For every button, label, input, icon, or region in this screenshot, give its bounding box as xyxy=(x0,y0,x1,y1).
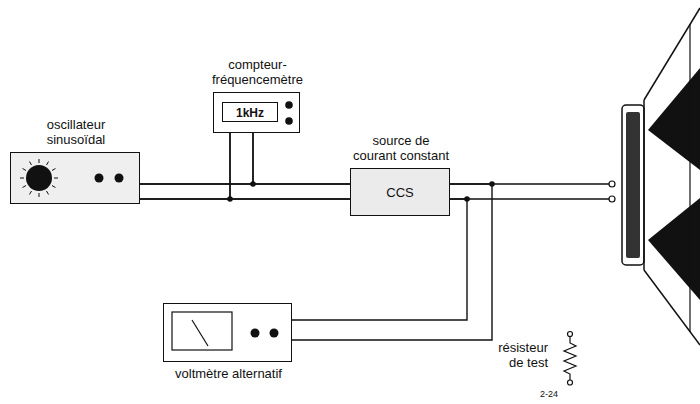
wire xyxy=(140,133,253,184)
dial-tick xyxy=(47,191,49,194)
button-dot xyxy=(285,101,293,109)
wire xyxy=(140,133,230,199)
resistor-symbol xyxy=(564,332,576,386)
button-dot xyxy=(270,329,279,338)
dial-tick xyxy=(52,169,55,171)
dial-tick xyxy=(23,169,26,171)
dial-tick xyxy=(30,162,32,165)
junction-dot xyxy=(227,196,233,202)
terminal xyxy=(609,196,615,202)
loudspeaker xyxy=(622,8,700,345)
dial-tick xyxy=(30,191,32,194)
dial-knob xyxy=(26,165,52,191)
device-label: oscillateur sinusoïdal xyxy=(30,117,122,147)
wire xyxy=(253,133,350,184)
meter-needle xyxy=(192,320,208,346)
device-face xyxy=(11,153,139,203)
output-wire xyxy=(450,183,609,184)
frequency-counter: compteur- fréquencemètre1kHz xyxy=(213,92,300,133)
button-dot xyxy=(95,174,104,183)
button-dot xyxy=(285,117,293,125)
wire-pair xyxy=(230,133,350,199)
device-label: compteur- fréquencemètre xyxy=(208,57,308,87)
dial-tick xyxy=(47,162,49,165)
wire-pair xyxy=(140,184,350,199)
test-resistor-label: résisteur de test xyxy=(484,340,548,370)
dial-tick xyxy=(52,186,55,188)
dial-tick xyxy=(39,159,40,163)
wire-pair xyxy=(140,133,253,199)
dial-tick xyxy=(23,186,26,188)
device-label: voltmètre alternatif xyxy=(144,366,314,381)
dial-tick xyxy=(20,178,24,179)
device-face xyxy=(164,304,291,361)
display-reading: 1kHz xyxy=(236,106,264,120)
wire xyxy=(292,199,467,320)
junction-dot xyxy=(489,181,495,187)
figure-number: 2-24 xyxy=(540,389,564,400)
dial-tick xyxy=(39,193,40,197)
output-wire xyxy=(450,198,609,199)
wire xyxy=(230,133,350,199)
button-dot xyxy=(115,174,124,183)
junction-dot xyxy=(464,196,470,202)
terminal xyxy=(609,181,615,187)
junction-dot xyxy=(250,181,256,187)
meter-window xyxy=(172,312,232,350)
device-label: source de courant constant xyxy=(351,133,451,163)
sine-oscillator: oscillateur sinusoïdal xyxy=(10,152,140,204)
ac-voltmeter: voltmètre alternatif xyxy=(163,303,292,362)
box-text: CCS xyxy=(386,185,413,200)
button-dot xyxy=(251,329,260,338)
dial-tick xyxy=(54,178,58,179)
counter-display: 1kHz xyxy=(222,102,278,122)
current-source: source de courant constantCCS xyxy=(350,168,450,216)
